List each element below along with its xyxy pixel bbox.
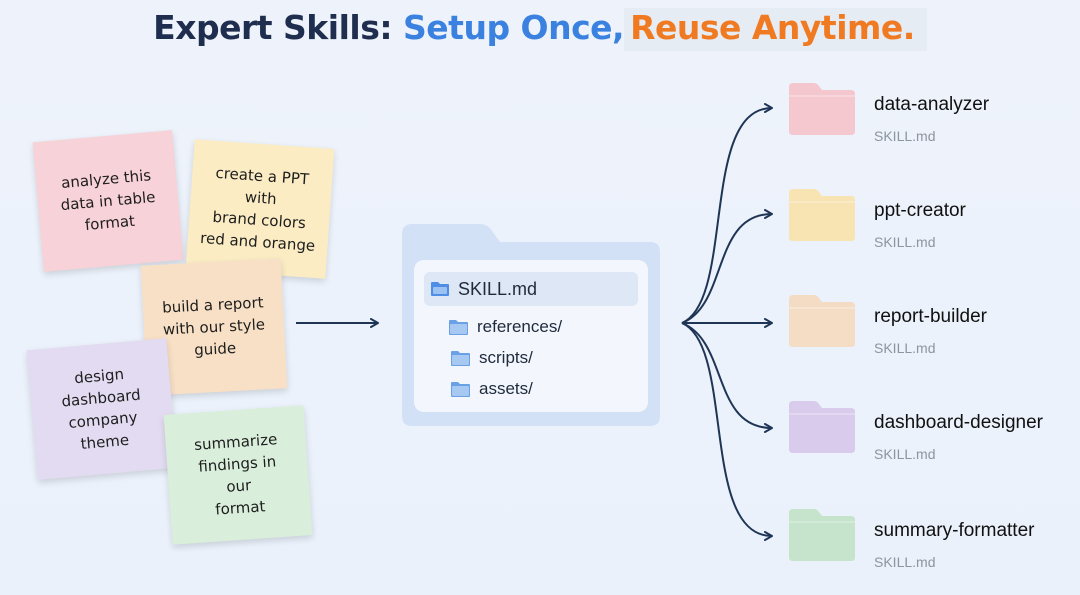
folder-icon xyxy=(449,319,468,335)
folder-icon xyxy=(789,401,855,453)
folder-icon xyxy=(451,381,470,397)
title-part-reuse-anytime: Reuse Anytime. xyxy=(630,8,915,47)
skill-name: data-analyzer xyxy=(874,94,990,115)
skill-name: ppt-creator xyxy=(874,200,966,221)
arrow-to-ppt-creator xyxy=(681,209,773,324)
skill-file-row[interactable]: SKILL.md xyxy=(424,272,638,306)
skill-file: SKILL.md xyxy=(874,128,936,144)
skill-name: report-builder xyxy=(874,306,987,327)
folder-icon xyxy=(789,509,855,561)
file-icon xyxy=(431,282,449,296)
arrow-to-data-analyzer xyxy=(681,103,773,324)
skill-file: SKILL.md xyxy=(874,340,936,356)
subfolder-assets[interactable]: assets/ xyxy=(450,379,533,399)
subfolder-label: scripts/ xyxy=(479,348,533,367)
title-part-setup-once: Setup Once, xyxy=(403,8,625,47)
subfolder-label: references/ xyxy=(477,317,563,336)
folder-icon xyxy=(789,295,855,347)
skill-file: SKILL.md xyxy=(874,446,936,462)
folder-icon xyxy=(789,83,855,135)
subfolder-label: assets/ xyxy=(479,379,533,398)
arrow-to-dashboard-designer xyxy=(681,322,773,433)
folder-icon xyxy=(451,350,470,366)
skill-file: SKILL.md xyxy=(874,234,936,250)
arrow-to-summary-formatter xyxy=(681,322,773,541)
skill-name: dashboard-designer xyxy=(874,412,1044,433)
skill-name: summary-formatter xyxy=(874,520,1035,541)
page-title: Expert Skills: Setup Once,Reuse Anytime. xyxy=(0,8,1080,51)
subfolder-references[interactable]: references/ xyxy=(448,317,562,337)
skill-file-name: SKILL.md xyxy=(458,278,538,299)
folder-icon xyxy=(789,189,855,241)
subfolder-scripts[interactable]: scripts/ xyxy=(450,348,533,368)
skill-file: SKILL.md xyxy=(874,554,936,570)
title-part-expert-skills: Expert Skills: xyxy=(153,8,393,47)
